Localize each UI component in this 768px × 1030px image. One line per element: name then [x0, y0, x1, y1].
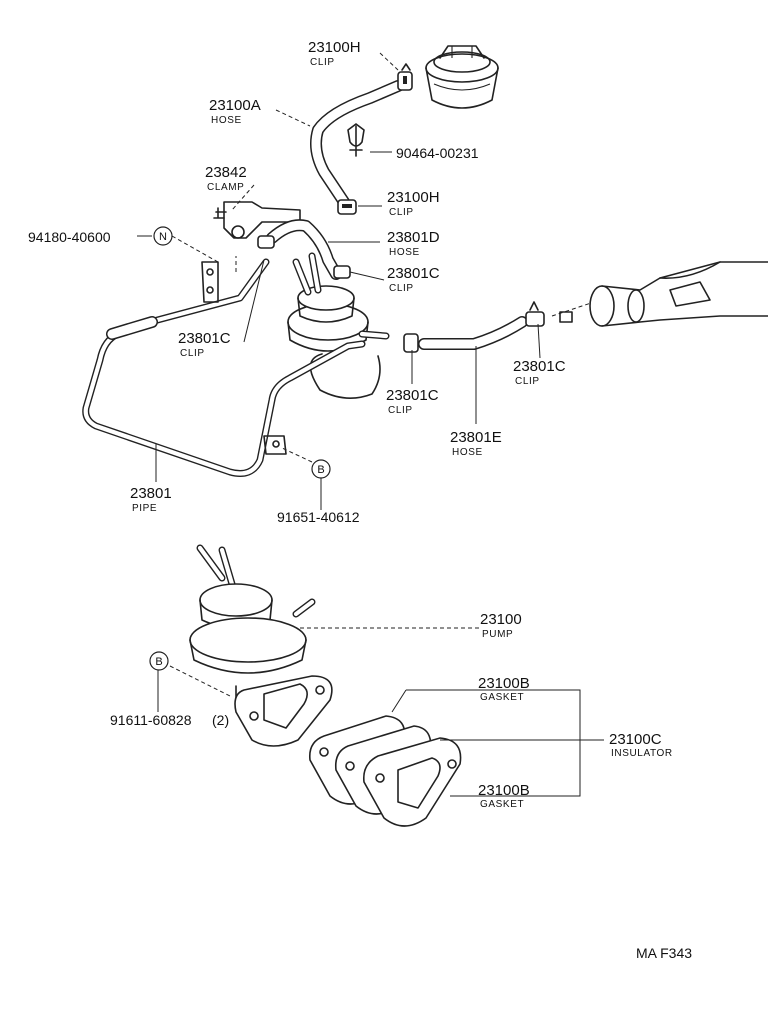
label-23100H-mid-name: CLIP [389, 207, 414, 218]
label-23801C-a-number: 23801C [178, 330, 231, 347]
leader-lines [137, 52, 604, 797]
label-23801E-number: 23801E [450, 429, 502, 446]
label-23100A-number: 23100A [209, 97, 261, 114]
label-23100H-mid-number: 23100H [387, 189, 440, 206]
fuel-pump-drawing [189, 544, 316, 707]
label-91611-number: 91611-60828 [110, 712, 192, 728]
label-23801C-b-name: CLIP [389, 283, 414, 294]
label-23100H-top-number: 23100H [308, 39, 361, 56]
label-91611-qty: (2) [212, 712, 229, 728]
bolt-90464-drawing [347, 123, 365, 157]
label-23842-number: 23842 [205, 164, 247, 181]
label-23801E-name: HOSE [452, 447, 483, 458]
label-23100H-top-name: CLIP [310, 57, 335, 68]
label-23801C-d-number: 23801C [513, 358, 566, 375]
label-90464-number: 90464-00231 [396, 145, 479, 161]
clamp-23842-drawing [213, 201, 301, 239]
label-23801C-c-name: CLIP [388, 405, 413, 416]
hose-23801E-drawing [403, 301, 545, 353]
clip-23100H-mid-drawing [337, 199, 357, 215]
label-23801-name: PIPE [132, 503, 157, 514]
label-23100A-name: HOSE [211, 115, 242, 126]
label-23100B-bottom-number: 23100B [478, 782, 530, 799]
clip-23801C-a-drawing [257, 235, 275, 249]
label-94180-number: 94180-40600 [28, 229, 111, 245]
label-23100B-top-name: GASKET [480, 692, 524, 703]
hose-23801D-drawing [266, 219, 342, 280]
label-23100-number: 23100 [480, 611, 522, 628]
label-23842-name: CLAMP [207, 182, 244, 193]
label-23801D-name: HOSE [389, 247, 420, 258]
label-23100C-name: INSULATOR [611, 748, 673, 759]
clip-23801C-b-drawing [333, 265, 351, 279]
label-23801C-b-number: 23801C [387, 265, 440, 282]
label-23801D-number: 23801D [387, 229, 440, 246]
label-23801-number: 23801 [130, 485, 172, 502]
fuel-line-fitting-drawing [551, 261, 768, 327]
footer-code: MA F343 [636, 945, 692, 961]
hose-23100A-drawing [310, 80, 404, 208]
ref-b-bottom-text: B [155, 656, 162, 668]
fuel-pump-top-drawing [287, 252, 390, 399]
label-23801C-a-name: CLIP [180, 348, 205, 359]
label-23801C-c-number: 23801C [386, 387, 439, 404]
fuel-filter-drawing [425, 45, 499, 109]
gasket-front-drawing [234, 675, 333, 747]
clip-23100H-top-drawing [397, 63, 413, 91]
ref-n-text: N [159, 231, 167, 243]
gasket-insulator-stack-drawing [308, 715, 462, 827]
ref-circle-b-bottom: B [149, 651, 169, 671]
ref-b-top-text: B [317, 464, 324, 476]
label-23100B-bottom-name: GASKET [480, 799, 524, 810]
ref-circle-n: N [153, 226, 173, 246]
label-23100B-top-number: 23100B [478, 675, 530, 692]
label-23100C-number: 23100C [609, 731, 662, 748]
label-23801C-d-name: CLIP [515, 376, 540, 387]
label-23100-name: PUMP [482, 629, 513, 640]
label-91651-number: 91651-40612 [277, 509, 360, 525]
pipe-23801-drawing [82, 258, 366, 477]
ref-circle-b-top: B [311, 459, 331, 479]
